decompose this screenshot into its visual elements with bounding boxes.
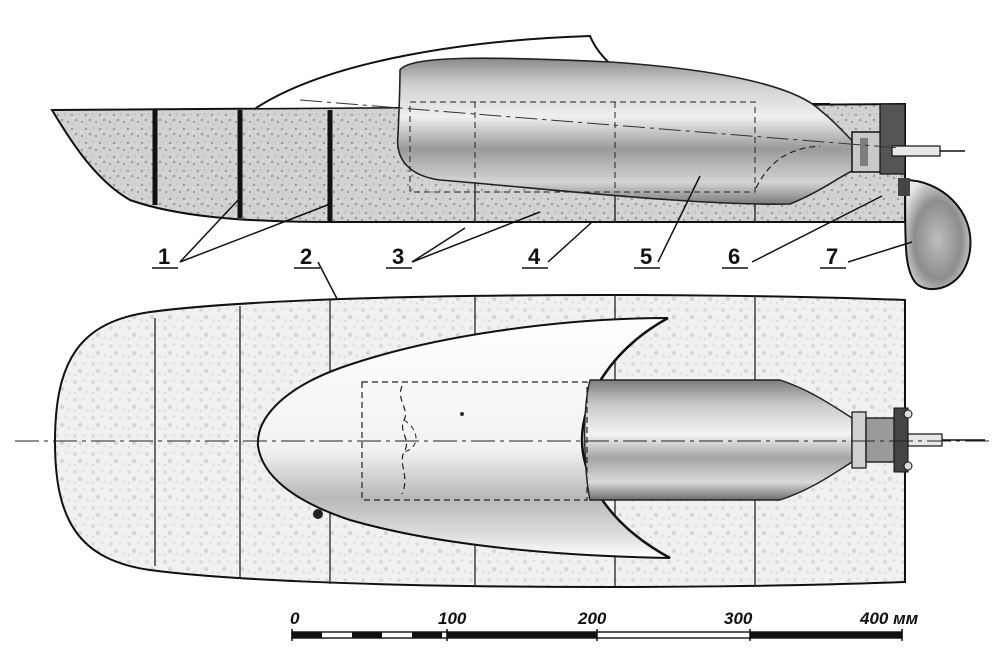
callout-4: 4 (522, 221, 593, 269)
top-view (15, 294, 990, 588)
scale-label-400: 400 мм (859, 609, 919, 628)
scale-label-100: 100 (438, 609, 467, 628)
callout-label-3: 3 (392, 244, 404, 269)
callout-6: 6 (722, 195, 883, 269)
side-motor-dashed (409, 101, 756, 193)
top-detail-dot (313, 509, 323, 519)
scale-label-200: 200 (577, 609, 607, 628)
side-shaft (891, 145, 941, 157)
top-bottle-cap (865, 417, 895, 463)
side-propeller (903, 178, 972, 290)
top-shaft (907, 433, 943, 447)
callout-5: 5 (634, 175, 701, 269)
callout-label-1: 1 (158, 244, 170, 269)
side-transom-block (879, 103, 906, 175)
side-frames (152, 110, 333, 222)
callout-label-5: 5 (640, 244, 652, 269)
callout-1: 1 (152, 197, 331, 269)
top-bottle (584, 379, 853, 501)
side-bottle (396, 57, 859, 205)
side-view (50, 34, 972, 290)
callout-label-4: 4 (528, 244, 541, 269)
top-motor-dashed (361, 381, 588, 501)
callout-label-2: 2 (300, 244, 312, 269)
scale-bar: 0 100 200 300 400 мм (290, 609, 919, 641)
scale-label-300: 300 (724, 609, 753, 628)
scale-label-0: 0 (290, 609, 300, 628)
top-bottle-neck (851, 411, 867, 469)
callout-7: 7 (820, 241, 913, 269)
callout-label-6: 6 (728, 244, 740, 269)
callout-3: 3 (386, 211, 541, 269)
callout-label-7: 7 (826, 244, 838, 269)
